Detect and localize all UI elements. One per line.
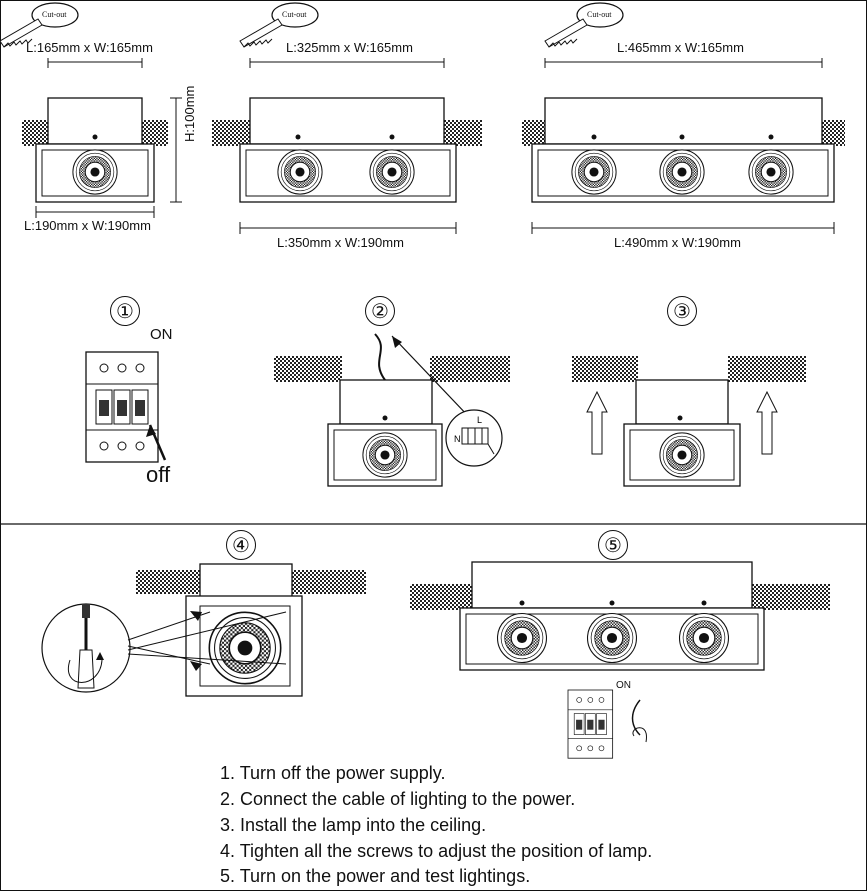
- switch-on-small-label: ON: [616, 680, 631, 691]
- step5-power-on-test: [410, 561, 830, 759]
- switch-on-label: ON: [150, 326, 173, 343]
- wire-l-label: L: [477, 415, 482, 425]
- instruction-4: 4. Tighten all the screws to adjust the …: [220, 841, 653, 861]
- dim-single-cutout: L:165mm x W:165mm: [26, 40, 153, 55]
- lamp-double-size: [212, 58, 482, 234]
- dim-triple-cutout: L:465mm x W:165mm: [617, 40, 744, 55]
- lamp-single-size: [22, 58, 182, 218]
- dim-height: H:100mm: [182, 85, 197, 142]
- cutout-badge-3: Cut-out: [587, 10, 612, 19]
- step3-install-lamp: [572, 356, 806, 487]
- step4-tighten-screws: [41, 563, 366, 697]
- instruction-5: 5. Turn on the power and test lightings.: [220, 866, 531, 886]
- step-2-number: ②: [365, 296, 395, 326]
- breaker-switch-off: [85, 351, 167, 463]
- step-5-number: ⑤: [598, 530, 628, 560]
- instruction-3: 3. Install the lamp into the ceiling.: [220, 815, 487, 835]
- step-3-number: ③: [667, 296, 697, 326]
- step-4-number: ④: [226, 530, 256, 560]
- lamp-triple-size: [522, 58, 845, 234]
- switch-off-label: off: [146, 462, 171, 487]
- dim-single-frame: L:190mm x W:190mm: [24, 218, 151, 233]
- instruction-2: 2. Connect the cable of lighting to the …: [220, 789, 576, 809]
- dim-triple-frame: L:490mm x W:190mm: [614, 235, 741, 250]
- dim-double-cutout: L:325mm x W:165mm: [286, 40, 413, 55]
- dim-double-frame: L:350mm x W:190mm: [277, 235, 404, 250]
- wire-n-label: N: [454, 434, 461, 444]
- instruction-1: 1. Turn off the power supply.: [220, 763, 446, 783]
- cutout-badge-1: Cut-out: [42, 10, 67, 19]
- step2-connect-wiring: N L: [274, 333, 510, 487]
- cutout-badge-2: Cut-out: [282, 10, 307, 19]
- step-1-number: ①: [110, 296, 140, 326]
